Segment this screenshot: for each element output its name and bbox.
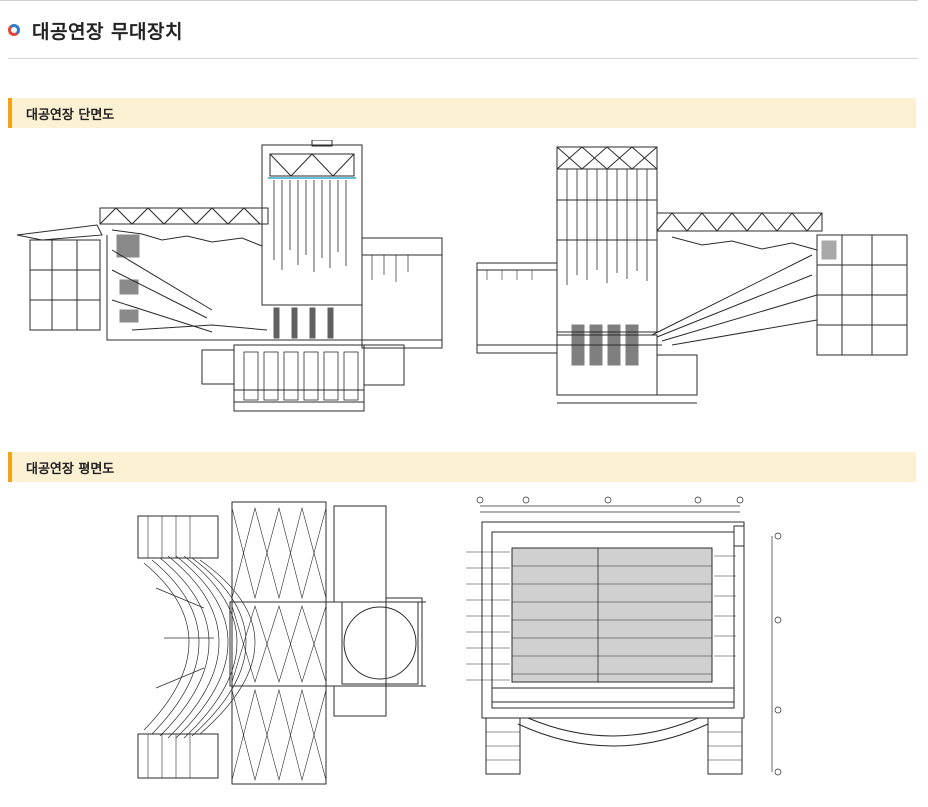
header-divider: [8, 58, 918, 59]
section-accent: [8, 452, 12, 482]
section-label: 대공연장 단면도: [26, 107, 115, 123]
floor-plan-drawing-left: [134, 498, 426, 788]
page-title: 대공연장 무대장치: [32, 20, 183, 43]
section-accent: [8, 98, 12, 128]
cross-section-drawing-left: [12, 140, 452, 415]
section-bar-cross-section: 대공연장 단면도: [8, 98, 916, 128]
page-header: 대공연장 무대장치: [8, 12, 183, 48]
cross-section-drawing-right: [472, 145, 912, 410]
ring-icon: [8, 24, 20, 36]
floor-plan-drawing-right: [458, 492, 788, 788]
section-bar-floor-plan: 대공연장 평면도: [8, 452, 916, 482]
section-label: 대공연장 평면도: [26, 461, 115, 477]
top-rule: [0, 0, 918, 1]
